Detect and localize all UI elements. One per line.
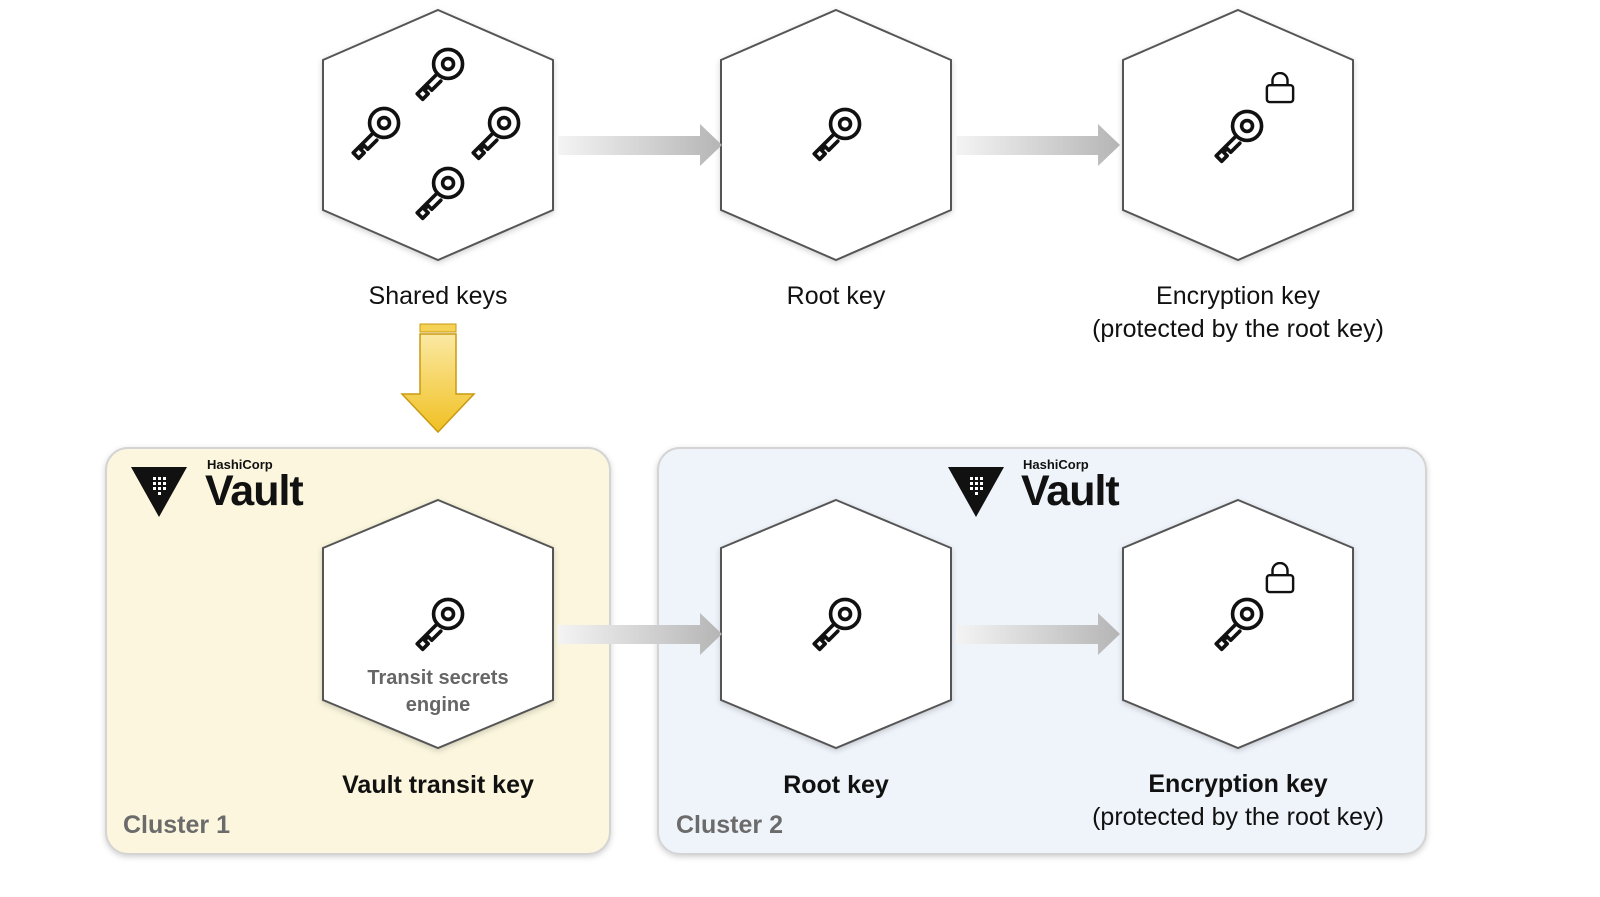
- cluster2-encryption-key-note: (protected by the root key): [1092, 803, 1384, 831]
- cluster2-brand-small: HashiCorp: [1023, 457, 1089, 472]
- arrow-right-icon: [956, 613, 1120, 655]
- encryption-key-note: (protected by the root key): [1092, 315, 1384, 343]
- encryption-key-label: Encryption key: [1156, 282, 1320, 310]
- transit-engine-caption-line2: engine: [405, 694, 471, 716]
- arrow-right-icon: [558, 613, 722, 655]
- transit-engine-caption-line1: Transit secrets: [367, 667, 509, 689]
- cluster1-name: Cluster 1: [123, 811, 230, 839]
- cluster2-name: Cluster 2: [676, 811, 783, 839]
- shared-keys-hexagon: [322, 8, 554, 262]
- cluster2-root-key-label: Root key: [783, 771, 889, 799]
- cluster2-encryption-key-label: Encryption key: [1148, 770, 1328, 798]
- vault-transit-key-label: Vault transit key: [342, 771, 534, 799]
- arrow-right-icon: [558, 124, 722, 166]
- transit-engine-caption: Transit secrets engine: [328, 665, 548, 719]
- arrow-down-icon: [400, 323, 476, 434]
- cluster1-brand-small: HashiCorp: [207, 457, 273, 472]
- cluster1-brand-big: Vault: [205, 467, 304, 515]
- shared-keys-label: Shared keys: [368, 282, 508, 310]
- arrow-right-icon: [956, 124, 1120, 166]
- cluster2-brand-big: Vault: [1021, 467, 1120, 515]
- root-key-label: Root key: [786, 282, 886, 310]
